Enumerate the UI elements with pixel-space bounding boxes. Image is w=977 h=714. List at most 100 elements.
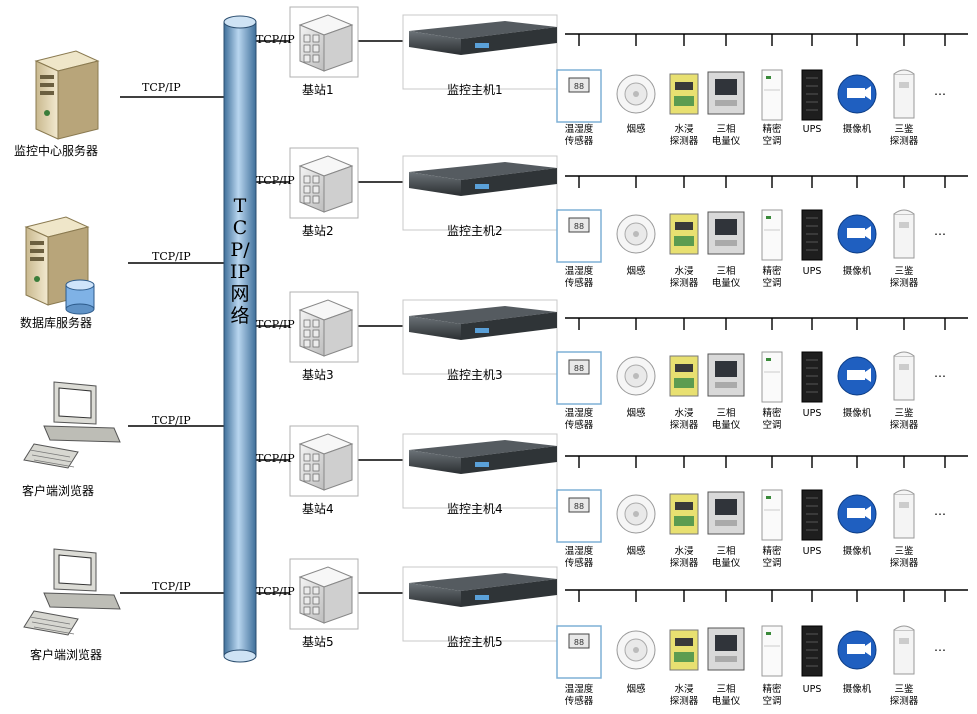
monitoring-host-icon <box>402 14 558 90</box>
server-power-led <box>44 110 50 116</box>
triple-detector-icon <box>893 69 915 119</box>
host-side <box>409 450 461 474</box>
cube-side <box>323 576 353 624</box>
monitor-screen <box>58 554 92 586</box>
thermo-hygrometer-icon: 88 <box>556 489 602 543</box>
ups-icon <box>801 625 823 677</box>
host-label: 监控主机5 <box>447 635 503 649</box>
server-side <box>57 60 99 140</box>
device-label: UPS <box>802 124 822 135</box>
water-leak-detector-icon <box>669 629 699 671</box>
device-label: 摄像机 <box>842 124 872 135</box>
device-label: 三相 电量仪 <box>711 266 741 289</box>
db-cylinder-bottom <box>65 303 95 315</box>
keyboard <box>23 443 79 469</box>
water-leak-detector-icon <box>669 73 699 115</box>
protocol-label: TCP/IP <box>256 33 295 46</box>
cube-panel <box>312 54 320 63</box>
camera-icon <box>837 630 877 670</box>
water-leak-detector-icon <box>669 355 699 397</box>
host-top <box>409 440 557 458</box>
power-meter-icon <box>707 627 745 671</box>
server-front <box>35 60 59 140</box>
cube-panel <box>303 185 311 194</box>
camera-icon <box>837 74 877 114</box>
more-devices-ellipsis: … <box>934 84 946 98</box>
host-side <box>409 316 461 340</box>
thermo-hygrometer-icon: 88 <box>556 209 602 263</box>
device-label: 水浸 探测器 <box>669 124 699 147</box>
cube-panel <box>312 175 320 184</box>
cube-side <box>323 443 353 491</box>
host-led <box>475 184 489 189</box>
thermo-hygrometer-icon: 88 <box>556 351 602 405</box>
device-label: 水浸 探测器 <box>669 684 699 707</box>
base-station-icon <box>289 558 359 630</box>
desktop-computer-icon <box>23 548 121 636</box>
camera-icon <box>837 356 877 396</box>
server-icon <box>34 50 100 140</box>
cube-panel <box>303 44 311 53</box>
cube-side <box>323 309 353 357</box>
network-label: TCP/IP网络 <box>229 195 251 327</box>
node-shapes: 88 88 88 88 88 <box>23 6 915 679</box>
cube-panel <box>303 339 311 348</box>
triple-detector-icon <box>893 625 915 675</box>
host-side <box>409 172 461 196</box>
device-label: 烟感 <box>626 124 646 135</box>
device-label: 精密 空调 <box>762 408 782 431</box>
base-station-icon <box>289 147 359 219</box>
precision-ac-icon <box>761 209 783 261</box>
monitoring-host-icon <box>402 299 558 375</box>
cube-panel <box>303 453 311 462</box>
host-top <box>409 21 557 39</box>
triple-detector-icon <box>893 351 915 401</box>
device-label: 三相 电量仪 <box>711 684 741 707</box>
power-meter-icon <box>707 71 745 115</box>
host-side <box>409 583 461 607</box>
svg-text:88: 88 <box>574 502 584 511</box>
cube-side <box>323 165 353 213</box>
cube-panel <box>312 195 320 204</box>
cube-panel <box>312 596 320 605</box>
water-leak-detector-icon <box>669 213 699 255</box>
device-label: 三相 电量仪 <box>711 546 741 569</box>
device-label: 精密 空调 <box>762 546 782 569</box>
device-label: 温湿度 传感器 <box>564 408 594 431</box>
device-label: 水浸 探测器 <box>669 266 699 289</box>
thermo-hygrometer-icon: 88 <box>556 625 602 679</box>
svg-text:88: 88 <box>574 82 584 91</box>
client-label: 客户端浏览器 <box>30 648 103 662</box>
monitor-screen <box>58 387 92 419</box>
precision-ac-icon <box>761 351 783 403</box>
device-label: 温湿度 传感器 <box>564 546 594 569</box>
pipe-body <box>223 21 257 657</box>
more-devices-ellipsis: … <box>934 366 946 380</box>
server-front <box>25 226 49 306</box>
station-label: 基站3 <box>302 368 334 382</box>
network-pipe <box>223 15 257 663</box>
client-label: 数据库服务器 <box>20 316 93 330</box>
station-label: 基站2 <box>302 224 334 238</box>
protocol-label: TCP/IP <box>152 250 191 263</box>
device-label: 三鉴 探测器 <box>889 684 919 707</box>
station-label: 基站1 <box>302 83 334 97</box>
db-cylinder-top <box>65 279 95 291</box>
camera-icon <box>837 494 877 534</box>
precision-ac-icon <box>761 69 783 121</box>
protocol-label: TCP/IP <box>256 318 295 331</box>
keyboard-keys <box>31 454 73 463</box>
device-label: UPS <box>802 684 822 695</box>
host-top <box>409 162 557 180</box>
device-label: 烟感 <box>626 546 646 557</box>
protocol-label: TCP/IP <box>152 414 191 427</box>
triple-detector-icon <box>893 209 915 259</box>
power-meter-icon <box>707 353 745 397</box>
base-station-icon <box>289 425 359 497</box>
cube-panel <box>303 596 311 605</box>
protocol-label: TCP/IP <box>142 81 181 94</box>
host-top <box>409 573 557 591</box>
device-label: 烟感 <box>626 408 646 419</box>
cube-side <box>323 24 353 72</box>
cube-panel <box>312 586 320 595</box>
